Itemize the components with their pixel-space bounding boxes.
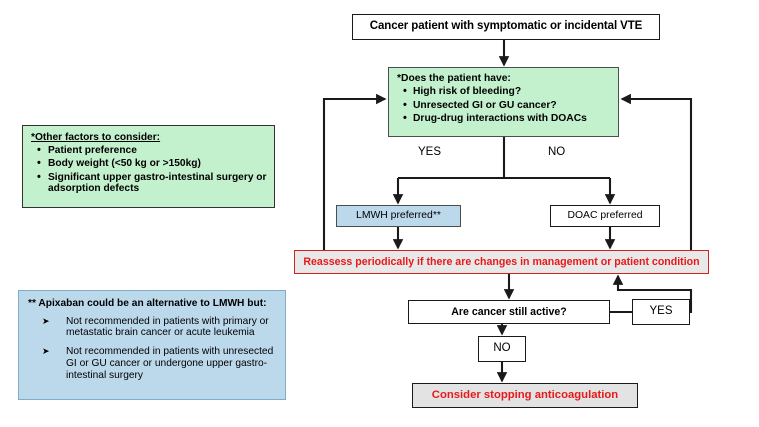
other-factors-heading: *Other factors to consider: xyxy=(31,132,161,143)
node-decision-cancer-still-active: Are cancer still active? xyxy=(408,300,610,324)
decision-item-list: High risk of bleeding? Unresected GI or … xyxy=(397,85,612,125)
note-apixaban-alternative: ** Apixaban could be an alternative to L… xyxy=(18,290,286,400)
apixaban-item-list: Not recommended in patients with primary… xyxy=(28,316,279,382)
decision-heading: *Does the patient have: xyxy=(397,73,511,84)
decision-item: High risk of bleeding? xyxy=(403,85,612,98)
node-consider-stopping-anticoagulation: Consider stopping anticoagulation xyxy=(412,383,638,408)
apixaban-heading: ** Apixaban could be an alternative to L… xyxy=(28,298,267,309)
branch-label-no: NO xyxy=(548,146,566,158)
apixaban-item: Not recommended in patients with unresec… xyxy=(42,346,279,381)
other-factors-item: Body weight (<50 kg or >150kg) xyxy=(37,157,268,170)
node-lmwh-preferred: LMWH preferred** xyxy=(336,205,461,227)
other-factors-item: Patient preference xyxy=(37,144,268,157)
node-branch-yes-cancer-active: YES xyxy=(632,299,690,325)
decision-item: Unresected GI or GU cancer? xyxy=(403,99,612,112)
decision-item: Drug-drug interactions with DOACs xyxy=(403,112,612,125)
note-other-factors-to-consider: *Other factors to consider: Patient pref… xyxy=(22,125,275,208)
other-factors-item: Significant upper gastro-intestinal surg… xyxy=(37,171,268,195)
branch-label-yes: YES xyxy=(418,146,442,158)
node-branch-no-cancer-active: NO xyxy=(478,336,526,362)
other-factors-item-list: Patient preference Body weight (<50 kg o… xyxy=(31,144,268,195)
node-doac-preferred: DOAC preferred xyxy=(550,205,660,227)
node-decision-patient-risk-factors: *Does the patient have: High risk of ble… xyxy=(388,67,619,137)
apixaban-item: Not recommended in patients with primary… xyxy=(42,316,279,339)
node-cancer-patient-vte: Cancer patient with symptomatic or incid… xyxy=(352,14,660,40)
node-reassess-periodically: Reassess periodically if there are chang… xyxy=(294,250,709,274)
